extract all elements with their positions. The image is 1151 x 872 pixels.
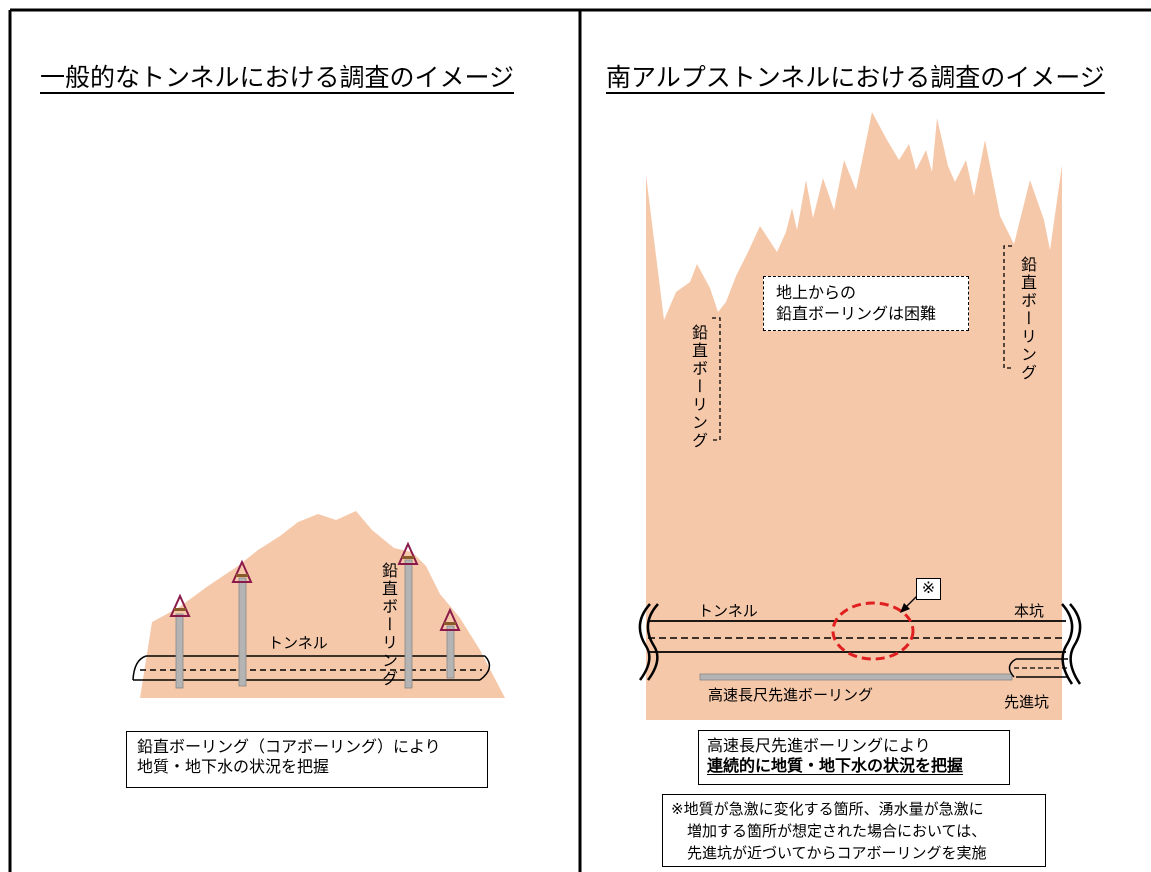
pilot-tunnel-label: 先進坑 [1004,693,1050,711]
difficulty-note-box: 地上からの 鉛直ボーリングは困難 [763,276,969,331]
right-panel-title: 南アルプストンネルにおける調査のイメージ [606,63,1105,92]
right-boring-bracket-left [712,317,721,441]
note-mark-box: ※ [916,578,941,600]
arrow-head-icon [900,603,910,613]
pilot-boring-pipe [699,673,1013,681]
highlight-circle [831,601,915,661]
right-caption-line1: 高速長尺先進ボーリングにより [707,736,931,755]
left-caption-line2: 地質・地下水の状況を把握 [137,757,330,776]
main-shaft-label: 本坑 [1014,602,1045,620]
left-tunnel-label: トンネル [268,634,328,652]
difficulty-line2: 鉛直ボーリングは困難 [776,304,937,323]
pilot-boring-label: 高速長尺先進ボーリング [708,686,874,704]
left-panel-title: 一般的なトンネルにおける調査のイメージ [40,63,515,92]
right-tunnel [638,603,1082,685]
footnote-line1: ※地質が急激に変化する箇所、湧水量が急激に [671,800,984,818]
left-boring-label: 鉛直ボーリング [379,562,398,688]
right-caption-box: 高速長尺先進ボーリングにより 連続的に地質・地下水の状況を把握 [698,730,1010,785]
difficulty-line1: 地上からの [776,283,857,302]
right-caption-line2: 連続的に地質・地下水の状況を把握 [707,756,964,775]
left-caption-line1: 鉛直ボーリング（コアボーリング）により [137,737,441,756]
left-boring-pipes [175,559,455,689]
right-tunnel-label: トンネル [698,602,758,620]
right-mountain [646,112,1062,720]
left-tunnel [132,655,491,681]
right-boring-label-left: 鉛直ボーリング [689,324,708,450]
drill-marker-icon [169,541,461,631]
footnote-line3: 先進坑が近づいてからコアボーリングを実施 [687,844,987,862]
pilot-tunnel [1008,658,1068,678]
left-caption-box: 鉛直ボーリング（コアボーリング）により 地質・地下水の状況を把握 [126,731,488,788]
footnote-box: ※地質が急激に変化する箇所、湧水量が急激に 増加する箇所が想定された場合において… [662,794,1046,867]
right-boring-label-right: 鉛直ボーリング [1018,256,1037,382]
right-boring-bracket-right [1003,245,1012,369]
footnote-line2: 増加する箇所が想定された場合においては、 [687,822,987,840]
